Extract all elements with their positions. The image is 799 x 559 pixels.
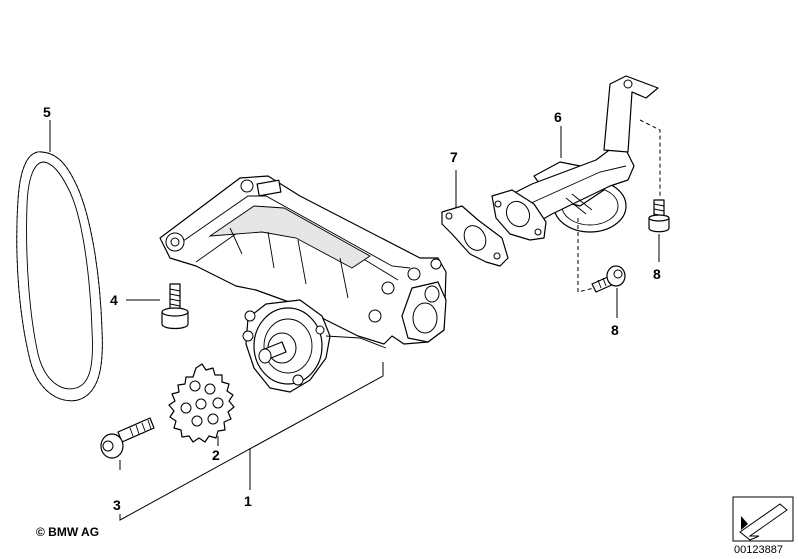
timing-chain: [16, 151, 103, 402]
oil-pump-assembly: [159, 175, 447, 393]
callout-pipe-bolt-upper: 8: [653, 266, 661, 282]
sprocket: [168, 363, 235, 443]
callout-pipe-bolt-lower: 8: [611, 322, 619, 338]
pipe-bolt-lower: [591, 265, 626, 293]
callout-pump-bolt: 4: [110, 292, 118, 308]
pipe-bolt-upper: [648, 199, 670, 233]
oil-suction-pipe: [491, 75, 659, 241]
pump-bracket-line: [119, 362, 384, 521]
callout-gasket: 7: [450, 149, 458, 165]
upper-bolt-dashed-line: [639, 119, 661, 196]
callout-sprocket-bolt: 3: [113, 497, 121, 513]
callout-sprocket: 2: [212, 447, 220, 463]
copyright-text: © BMW AG: [36, 525, 99, 539]
lower-bolt-dashed-line: [577, 218, 595, 293]
callout-suction-pipe: 6: [554, 109, 562, 125]
callout-oil-pump: 1: [244, 493, 252, 509]
flange-gasket: [441, 205, 509, 267]
front-direction-icon: [732, 496, 794, 542]
sprocket-bolt: [100, 417, 155, 459]
image-number: 00123887: [734, 544, 783, 556]
callout-chain: 5: [43, 104, 51, 120]
pump-mounting-bolt: [161, 283, 189, 330]
